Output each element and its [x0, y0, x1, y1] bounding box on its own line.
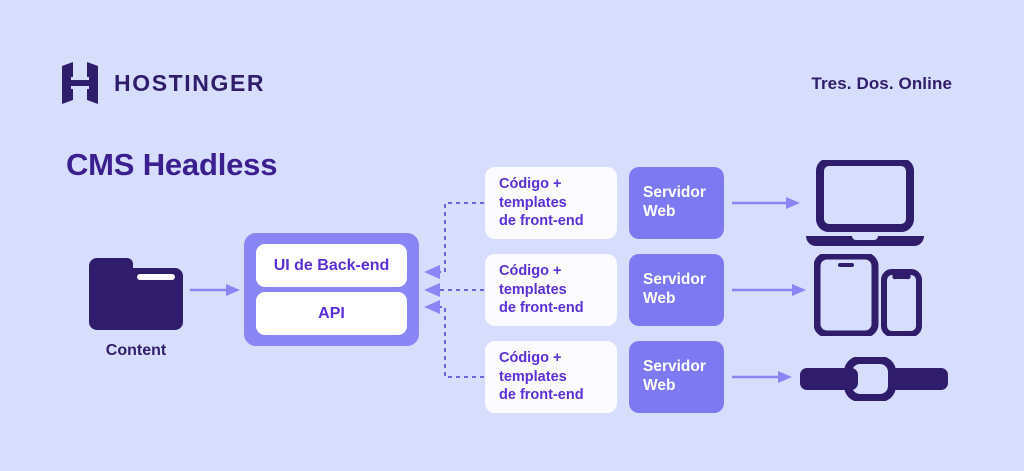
core-cell-backend-ui[interactable]: UI de Back-end: [256, 244, 407, 287]
brand-name: HOSTINGER: [114, 69, 266, 96]
brand-logo: HOSTINGER: [62, 62, 265, 104]
partner-name: Tres. Dos. Online: [811, 74, 952, 93]
server-label: Servidor Web: [643, 271, 706, 307]
server-box-2: Servidor Web: [629, 254, 724, 326]
folder-icon: [89, 258, 183, 330]
server-box-3: Servidor Web: [629, 341, 724, 413]
arrow-content-to-core: [190, 284, 240, 296]
core-cell-api[interactable]: API: [256, 292, 407, 335]
smartwatch-icon: [800, 356, 948, 402]
arrow-server-to-device-2: [732, 284, 806, 296]
frontend-card-label: Código + templates de front-end: [499, 350, 584, 404]
server-label: Servidor Web: [643, 358, 706, 394]
arrow-server-to-device-3: [732, 371, 792, 383]
server-label: Servidor Web: [643, 184, 706, 220]
server-box-1: Servidor Web: [629, 167, 724, 239]
device-tablet-and-phone: [813, 252, 922, 341]
content-label: Content: [105, 342, 167, 359]
laptop-icon: [806, 158, 924, 246]
frontend-card-label: Código + templates de front-end: [499, 176, 584, 230]
dotted-connector-row-1: [424, 202, 484, 279]
hostinger-h-logo-icon: [62, 62, 98, 104]
page-title: CMS Headless: [66, 147, 278, 182]
frontend-card-label: Código + templates de front-end: [499, 263, 584, 317]
frontend-card-1: Código + templates de front-end: [485, 167, 617, 239]
dotted-connector-row-2: [424, 283, 484, 297]
device-smartwatch: [800, 356, 948, 406]
cms-core-box: UI de Back-end API: [244, 233, 419, 346]
frontend-card-3: Código + templates de front-end: [485, 341, 617, 413]
arrow-server-to-device-1: [732, 197, 800, 209]
frontend-card-2: Código + templates de front-end: [485, 254, 617, 326]
dotted-connector-row-3: [424, 300, 484, 378]
device-laptop: [806, 158, 924, 253]
tablet-and-phone-icon: [813, 252, 922, 338]
content-source-node: Content: [84, 252, 188, 360]
